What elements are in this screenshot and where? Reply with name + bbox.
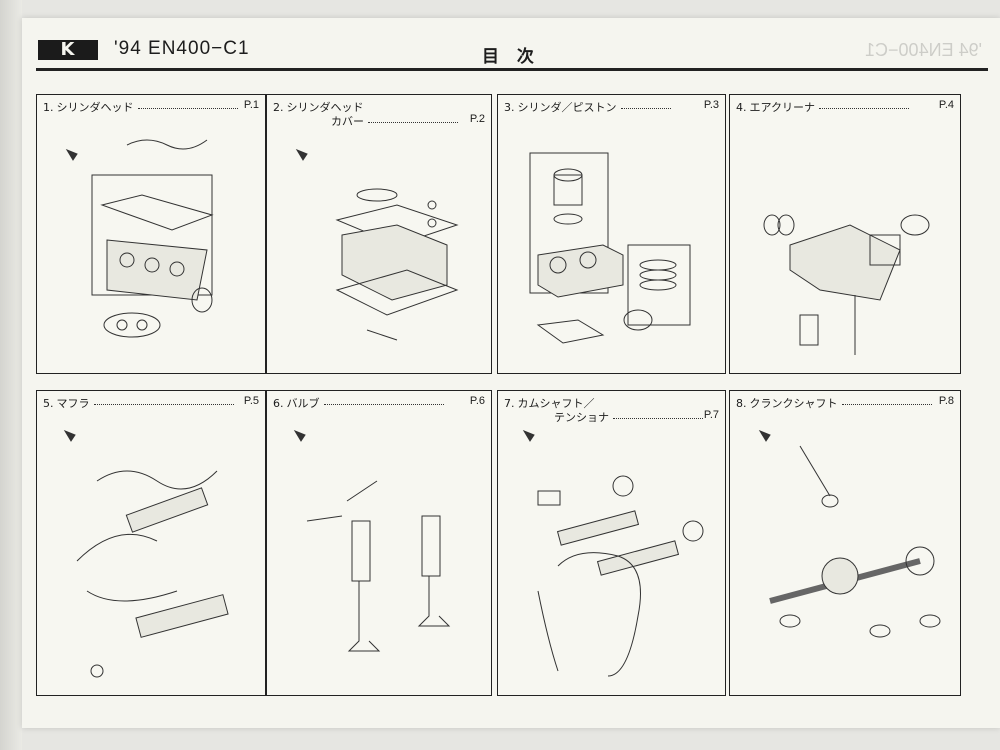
section-title: シリンダ／ピストン [517,101,617,114]
section-number: 1. [43,101,54,114]
section-number: 7. [504,397,515,410]
section-number: 8. [736,397,747,410]
leader-dots [323,403,444,405]
page-title: 目 次 [482,47,540,67]
show-through-text: '94 EN400−C1 [864,40,982,60]
leader-dots [841,403,932,405]
section-title-line2: テンショナ [554,411,609,424]
section-page: P.8 [938,395,954,407]
section-title: シリンダヘッド [56,101,134,114]
leader-dots [818,107,909,109]
section-panel-8[interactable]: 8.クランクシャフト P.8 [729,390,961,696]
section-panel-5[interactable]: 5.マフラ P.5 [36,390,266,696]
section-title-line2: カバー [331,115,364,128]
valve-diagram [293,429,451,652]
section-panel-3[interactable]: 3.シリンダ／ピストン P.3 [497,94,726,374]
section-panel-2[interactable]: 2.シリンダヘッド カバー P.2 [266,94,492,374]
section-panel-4[interactable]: 4.エアクリーナ P.4 [729,94,961,374]
section-panel-7[interactable]: 7.カムシャフト／ テンショナ P.7 [497,390,726,696]
section-panel-1[interactable]: 1.シリンダヘッド P.1 [36,94,266,374]
cylinder-piston-diagram [529,152,691,344]
leader-dots [620,107,671,109]
leader-dots [137,107,238,109]
section-page: P.4 [938,99,954,111]
section-page: P.6 [469,395,485,407]
kawasaki-logo: K [38,40,98,60]
section-page: P.3 [703,99,719,111]
section-title: マフラ [56,397,90,410]
head-cover-diagram [295,148,459,341]
section-title: バルブ [286,397,320,410]
manual-page: K '94 EN400−C1 目 次 '94 EN400−C1 1.シリンダヘッ… [22,18,1000,728]
leader-dots [368,121,458,123]
section-number: 4. [736,101,747,114]
section-page: P.5 [243,395,259,407]
section-title: カムシャフト／ [517,397,595,410]
section-number: 5. [43,397,54,410]
camshaft-tensioner-diagram [522,429,704,677]
section-title: エアクリーナ [749,101,815,114]
crankshaft-diagram [758,429,941,638]
model-label: '94 EN400−C1 [114,38,250,59]
section-page: P.1 [243,99,259,111]
section-panel-6[interactable]: 6.バルブ P.6 [266,390,492,696]
muffler-diagram [63,429,229,678]
section-number: 6. [273,397,284,410]
leader-dots [613,417,703,419]
section-title: シリンダヘッド [286,101,364,114]
cylinder-head-diagram [65,139,214,338]
section-page: P.7 [703,409,719,421]
air-cleaner-diagram [763,214,930,355]
section-number: 3. [504,101,515,114]
section-number: 2. [273,101,284,114]
page-shadow [0,0,22,750]
section-page: P.2 [469,113,485,125]
leader-dots [93,403,234,405]
section-title: クランクシャフト [749,397,838,410]
page-header: K '94 EN400−C1 目 次 '94 EN400−C1 [36,32,988,71]
